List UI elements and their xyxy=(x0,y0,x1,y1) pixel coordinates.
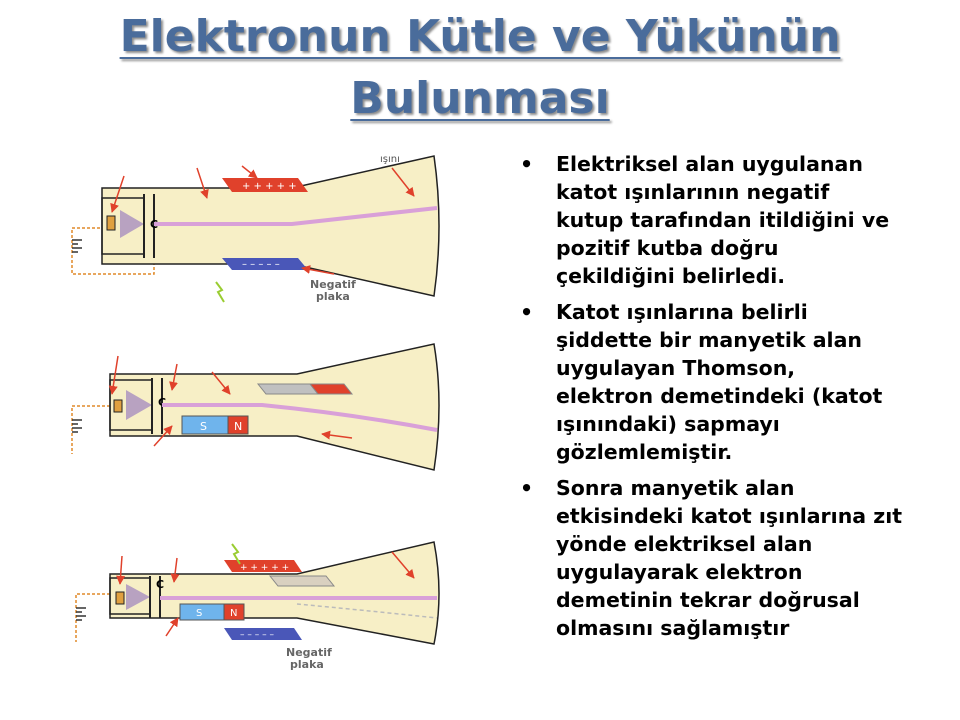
bullet-line: uygulayan Thomson, xyxy=(556,356,796,380)
bullet-dot-icon: • xyxy=(520,152,534,176)
svg-text:+ + + + +: + + + + + xyxy=(242,181,297,192)
bullet-dot-icon: • xyxy=(520,476,534,500)
bullet-line: pozitif kutba doğru xyxy=(556,236,779,260)
bullet-item-2: • Katot ışınlarına belirli şiddette bir … xyxy=(512,298,952,466)
negative-plate-label-2: plaka xyxy=(316,290,350,303)
bullet-line: kutup tarafından itildiğini ve xyxy=(556,208,890,232)
magnet-north xyxy=(223,603,245,621)
cathode-ray-tube-combined-fields: C + + + + + S N – – – – – Negatif plaka xyxy=(75,541,440,671)
title-line-1: Elektronun Kütle ve Yükünün xyxy=(119,11,841,62)
title-line-2: Bulunması xyxy=(350,73,610,124)
bullet-line: elektron demetindeki (katot xyxy=(556,384,883,408)
magnet-n-label: N xyxy=(230,608,237,619)
bullet-line: Sonra manyetik alan xyxy=(556,476,795,500)
bullet-line: olmasını sağlamıştır xyxy=(556,616,790,640)
bullet-dot-icon: • xyxy=(520,300,534,324)
anode-label: C xyxy=(156,578,164,591)
bullet-line: etkisindeki katot ışınlarına zıt xyxy=(556,504,903,528)
negative-plate-label-2: plaka xyxy=(290,658,324,671)
magnet-s-label: S xyxy=(200,420,207,433)
magnet-s-label: S xyxy=(196,608,202,619)
bullet-item-1: • Elektriksel alan uygulanan katot ışınl… xyxy=(512,150,952,290)
bullet-line: Katot ışınlarına belirli xyxy=(556,300,808,324)
cathode-ray-tube-magnetic-field: C S N xyxy=(71,343,440,471)
bullet-line: gözlemlemiştir. xyxy=(556,440,733,464)
bullet-line: demetinin tekrar doğrusal xyxy=(556,588,860,612)
slide-title: Elektronun Kütle ve Yükünün Bulunması xyxy=(0,6,960,130)
magnet-n-label: N xyxy=(234,420,242,433)
bullet-line: uygulayarak elektron xyxy=(556,560,803,584)
negative-plate-label-1: Negatif xyxy=(310,278,356,291)
bullet-line: ışınındaki) sapmayı xyxy=(556,412,780,436)
svg-text:+ + + + +: + + + + + xyxy=(240,563,289,573)
magnet-north xyxy=(227,415,249,435)
bullet-line: yönde elektriksel alan xyxy=(556,532,813,556)
bullet-list: • Elektriksel alan uygulanan katot ışınl… xyxy=(512,150,952,650)
bullet-line: Elektriksel alan uygulanan xyxy=(556,152,863,176)
negative-plate-label-1: Negatif xyxy=(286,646,332,659)
svg-text:– – – – –: – – – – – xyxy=(242,259,280,270)
svg-text:– – – – –: – – – – – xyxy=(240,630,274,640)
bullet-line: çekildiğini belirledi. xyxy=(556,264,786,288)
cathode-ray-tube-electric-field: C + + + + + – – – – – ışını Negatif plak… xyxy=(71,154,440,303)
negative-plate xyxy=(222,258,308,270)
bullet-item-3: • Sonra manyetik alan etkisindeki katot … xyxy=(512,474,952,642)
bullet-line: katot ışınlarının negatif xyxy=(556,180,830,204)
anode-label: C xyxy=(158,396,166,409)
ray-label: ışını xyxy=(380,154,400,165)
positive-plate xyxy=(222,178,308,192)
bullet-line: şiddette bir manyetik alan xyxy=(556,328,863,352)
